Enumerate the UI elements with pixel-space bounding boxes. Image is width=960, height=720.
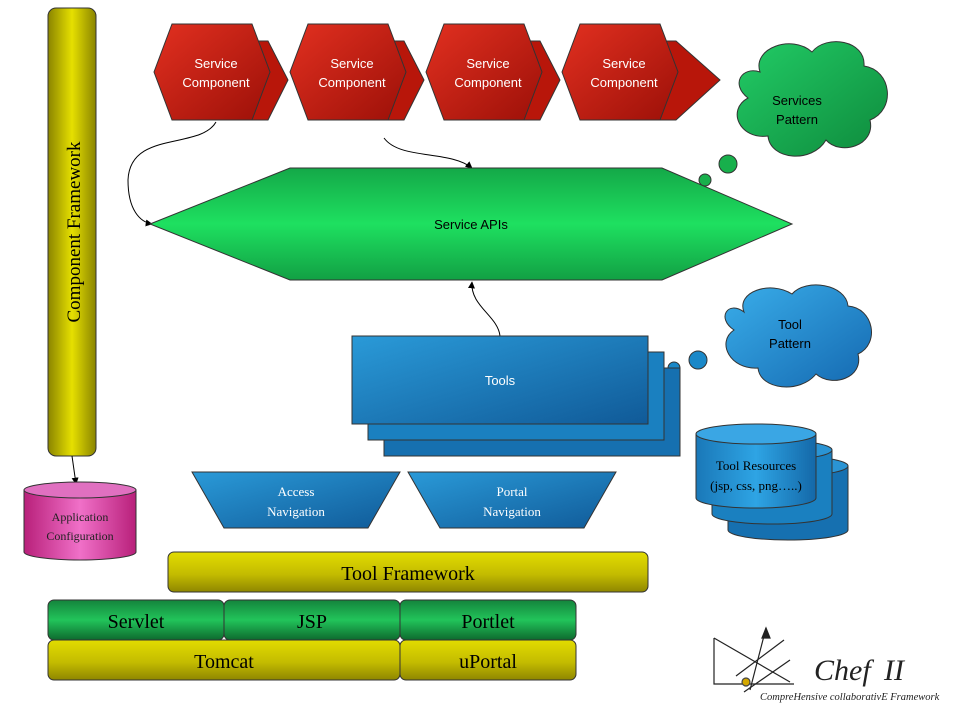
services-pattern-line2: Pattern [776, 112, 818, 127]
services-pattern-cloud: Services Pattern [683, 41, 888, 195]
tools-to-api-arrow [467, 281, 501, 337]
portal-navigation-line1: Portal [496, 484, 527, 499]
service-apis: Service APIs [148, 167, 794, 281]
service-apis-label: Service APIs [434, 217, 508, 232]
service-component-line2: Component [318, 75, 386, 90]
tomcat-block: Tomcat [47, 639, 401, 681]
chef-logo: Chef II CompreHensive collaborativE Fram… [713, 626, 940, 703]
jsp-block: JSP [223, 599, 401, 641]
service-component: Service Component [153, 23, 289, 121]
application-configuration-cylinder: Application Configuration [23, 481, 137, 561]
tomcat-label: Tomcat [194, 651, 254, 673]
tool-resources-cylinders: Tool Resources (jsp, css, png…..) [695, 423, 849, 541]
tool-pattern-cloud: Tool Pattern [652, 284, 872, 388]
component-framework-label: Component Framework [64, 141, 85, 323]
service-component-line1: Service [466, 56, 509, 71]
chef-logo-name: Chef [814, 654, 874, 687]
tool-pattern-line2: Pattern [769, 336, 811, 351]
config-arrow [71, 455, 79, 485]
chef-logo-tagline: CompreHensive collaborativE Framework [760, 692, 940, 703]
service-component: Service Component [289, 23, 425, 121]
services-pattern-line1: Services [772, 93, 822, 108]
servlet-label: Servlet [108, 611, 165, 633]
access-navigation-line1: Access [278, 484, 315, 499]
service-component-line2: Component [590, 75, 658, 90]
access-navigation-line2: Navigation [267, 504, 325, 519]
app-config-line2: Configuration [46, 529, 113, 543]
tool-framework-label: Tool Framework [341, 563, 475, 585]
service-component-line1: Service [194, 56, 237, 71]
service-components: Service Component Service Component Serv… [153, 23, 721, 121]
service-component-line2: Component [454, 75, 522, 90]
portal-navigation-line2: Navigation [483, 504, 541, 519]
access-navigation: Access Navigation [191, 471, 401, 529]
component-framework-bar: Component Framework [47, 7, 97, 457]
tool-framework-bar: Tool Framework [167, 551, 649, 593]
service-component-line2: Component [182, 75, 250, 90]
chef-logo-icon [713, 626, 794, 693]
app-config-line1: Application [52, 510, 109, 524]
tools-stack: Tools [351, 335, 681, 457]
uportal-block: uPortal [399, 639, 577, 681]
tool-resources-line1: Tool Resources [716, 458, 796, 473]
service-to-api-arrow [127, 121, 217, 227]
tools-label: Tools [485, 373, 516, 388]
portlet-label: Portlet [461, 611, 515, 633]
portal-navigation: Portal Navigation [407, 471, 617, 529]
tool-pattern-line1: Tool [778, 317, 802, 332]
service-to-api-arrow [383, 137, 473, 169]
chef-logo-numeral: II [883, 654, 906, 687]
portlet-block: Portlet [399, 599, 577, 641]
service-component: Service Component [425, 23, 561, 121]
service-component-line1: Service [602, 56, 645, 71]
servlet-block: Servlet [47, 599, 225, 641]
jsp-label: JSP [297, 611, 327, 633]
uportal-label: uPortal [459, 651, 517, 673]
tool-resources-line2: (jsp, css, png…..) [710, 478, 802, 493]
service-component-line1: Service [330, 56, 373, 71]
service-component: Service Component [561, 23, 721, 121]
